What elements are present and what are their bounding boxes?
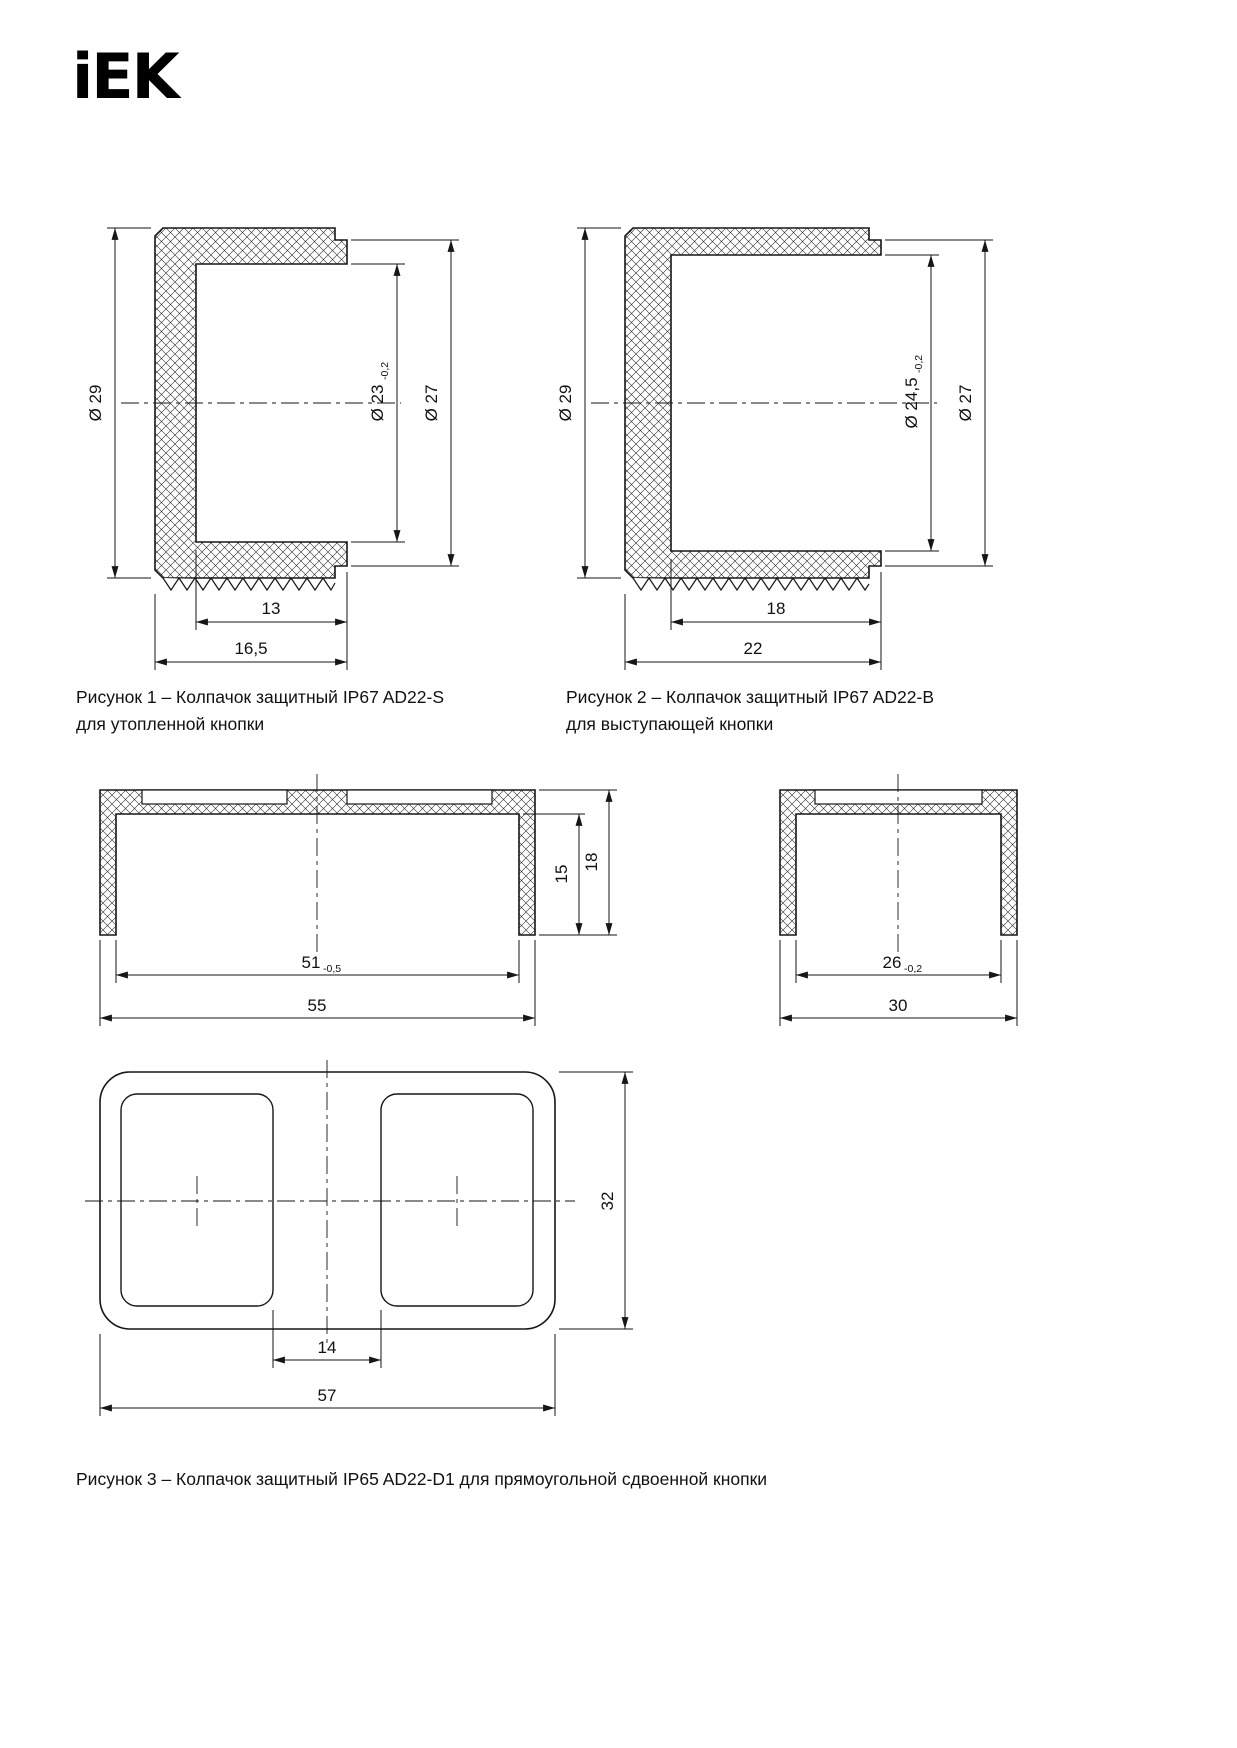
- figure3-caption: Рисунок 3 – Колпачок защитный IP65 AD22-…: [76, 1469, 768, 1489]
- fig2-dim-inner-depth: 18: [767, 599, 786, 618]
- fig2-knurl-teeth: [632, 576, 870, 592]
- fig3-dim-total-height: 18: [582, 853, 601, 872]
- iek-logo: iEK: [72, 40, 180, 113]
- fig3-side-part: [99, 774, 536, 956]
- figure1-drawing: Ø 29 Ø 23 -0,2 Ø 27 13 16,5: [86, 227, 459, 670]
- figure2-drawing: Ø 29 Ø 24,5 -0,2 Ø 27 18 22: [556, 227, 993, 670]
- fig3-end-dim-inner-width-tolerance: -0,2: [904, 963, 922, 975]
- fig1-dim-inner-depth: 13: [262, 599, 281, 618]
- fig3-top-opening-centermarks: [196, 1176, 458, 1226]
- fig3-dim-inner-width-tolerance: -0,5: [323, 963, 341, 975]
- fig2-dim-flange-diameter: Ø 27: [956, 385, 975, 422]
- figure1-caption-line1: Рисунок 1 – Колпачок защитный IP67 AD22-…: [76, 687, 444, 707]
- fig3-top-dimensions: 32 14 57: [99, 1071, 633, 1416]
- fig3-top-dim-height: 32: [598, 1192, 617, 1211]
- fig3-side-recess-right: [346, 789, 493, 805]
- fig3-side-recess-left: [141, 789, 288, 805]
- fig3-top-dim-total-width: 57: [318, 1386, 337, 1405]
- figure2-caption: Рисунок 2 – Колпачок защитный IP67 AD22-…: [566, 684, 934, 738]
- fig2-dim-total-length: 22: [744, 639, 763, 658]
- fig2-dimensions: Ø 29 Ø 24,5 -0,2 Ø 27 18 22: [556, 227, 993, 670]
- fig2-part-section: [591, 227, 937, 592]
- figure2-caption-line2: для выступающей кнопки: [566, 714, 774, 734]
- figure1-caption: Рисунок 1 – Колпачок защитный IP67 AD22-…: [76, 684, 444, 738]
- fig1-dim-inner-diameter-tolerance: -0,2: [379, 362, 391, 380]
- fig3-top-part: [85, 1060, 575, 1348]
- figure3-side-view: 15 18 51 -0,5 55: [99, 774, 617, 1026]
- fig3-end-dim-total-width: 30: [889, 996, 908, 1015]
- fig1-dim-outer-diameter: Ø 29: [86, 385, 105, 422]
- fig3-side-dimensions: 15 18 51 -0,5 55: [99, 789, 617, 1026]
- fig1-part-section: [121, 227, 401, 592]
- figure3-top-view: 32 14 57: [85, 1060, 633, 1416]
- fig2-dim-outer-diameter: Ø 29: [556, 385, 575, 422]
- fig1-knurl-teeth: [162, 576, 336, 592]
- fig3-dim-inner-height: 15: [552, 865, 571, 884]
- fig3-end-recess: [814, 789, 983, 805]
- fig2-dim-inner-diameter-tolerance: -0,2: [913, 355, 925, 373]
- fig3-dim-inner-width: 51: [302, 953, 321, 972]
- fig1-dim-inner-diameter: Ø 23: [368, 385, 387, 422]
- fig3-end-dim-inner-width: 26: [883, 953, 902, 972]
- figure2-caption-line1: Рисунок 2 – Колпачок защитный IP67 AD22-…: [566, 687, 934, 707]
- fig1-dim-total-length: 16,5: [234, 639, 267, 658]
- fig3-end-dimensions: 26 -0,2 30: [779, 940, 1018, 1026]
- fig3-dim-total-width: 55: [308, 996, 327, 1015]
- fig3-top-dim-gap: 14: [318, 1338, 337, 1357]
- fig3-end-part: [779, 774, 1018, 956]
- figure1-caption-line2: для утопленной кнопки: [76, 714, 265, 734]
- fig1-dimensions: Ø 29 Ø 23 -0,2 Ø 27 13 16,5: [86, 227, 459, 670]
- fig1-dim-flange-diameter: Ø 27: [422, 385, 441, 422]
- figure3-end-view: 26 -0,2 30: [779, 774, 1018, 1026]
- fig2-dim-inner-diameter: Ø 24,5: [902, 377, 921, 428]
